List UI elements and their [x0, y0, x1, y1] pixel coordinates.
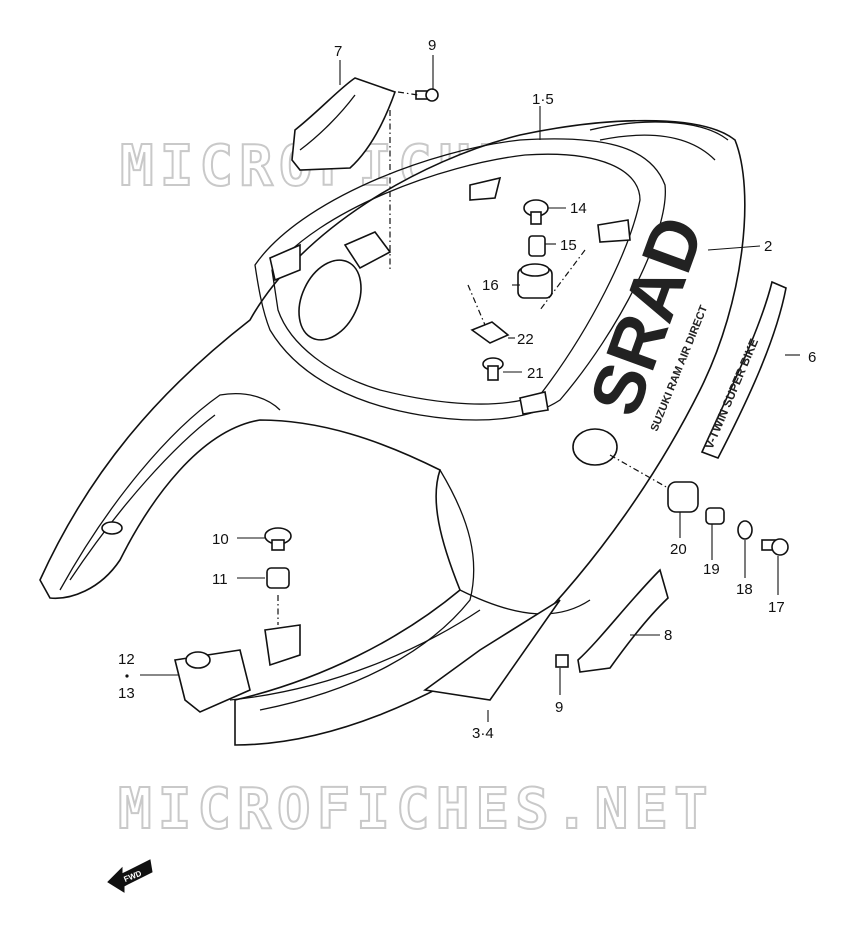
seat-tail-cover: [39, 119, 746, 746]
callout-3-4: 3·4: [472, 725, 494, 742]
bracket-part-8: [577, 568, 669, 673]
screw-part-9-top: [415, 88, 439, 102]
callout-15: 15: [560, 237, 577, 254]
screw-part-17: [761, 538, 789, 556]
callout-9-top: 9: [428, 37, 436, 54]
screw-part-9-bottom: [555, 654, 569, 668]
collar-part-11: [266, 567, 290, 589]
callout-21: 21: [527, 365, 544, 382]
callout-17: 17: [768, 599, 785, 616]
callout-22: 22: [517, 331, 534, 348]
callout-12-13-dot: [125, 674, 129, 678]
callout-18: 18: [736, 581, 753, 598]
callout-2: 2: [764, 238, 772, 255]
bracket-part-12-13: [174, 649, 251, 713]
callout-9-bottom: 9: [555, 699, 563, 716]
watermark-bottom: MICROFICHES.NET: [118, 777, 714, 842]
callout-20: 20: [670, 541, 687, 558]
callout-12: 12: [118, 651, 135, 668]
callout-11: 11: [212, 571, 228, 588]
callout-1-5: 1·5: [532, 91, 554, 108]
callout-8: 8: [664, 627, 672, 644]
grommet-part-20: [667, 481, 699, 513]
collar-part-19: [705, 507, 725, 525]
callout-14: 14: [570, 200, 587, 217]
callout-16: 16: [482, 277, 499, 294]
bracket-part-7: [291, 77, 397, 171]
callout-6: 6: [808, 349, 816, 366]
collar-part-15: [528, 235, 546, 257]
callout-7: 7: [334, 43, 342, 60]
callout-10: 10: [212, 531, 229, 548]
grommet-part-16: [517, 263, 553, 299]
screw-part-10: [264, 527, 292, 551]
washer-part-18: [737, 520, 753, 540]
fwd-arrow-icon: FWD: [107, 859, 153, 893]
leader-lines: [140, 55, 800, 722]
callout-19: 19: [703, 561, 720, 578]
bolt-part-21: [482, 357, 504, 381]
callout-13: 13: [118, 685, 135, 702]
